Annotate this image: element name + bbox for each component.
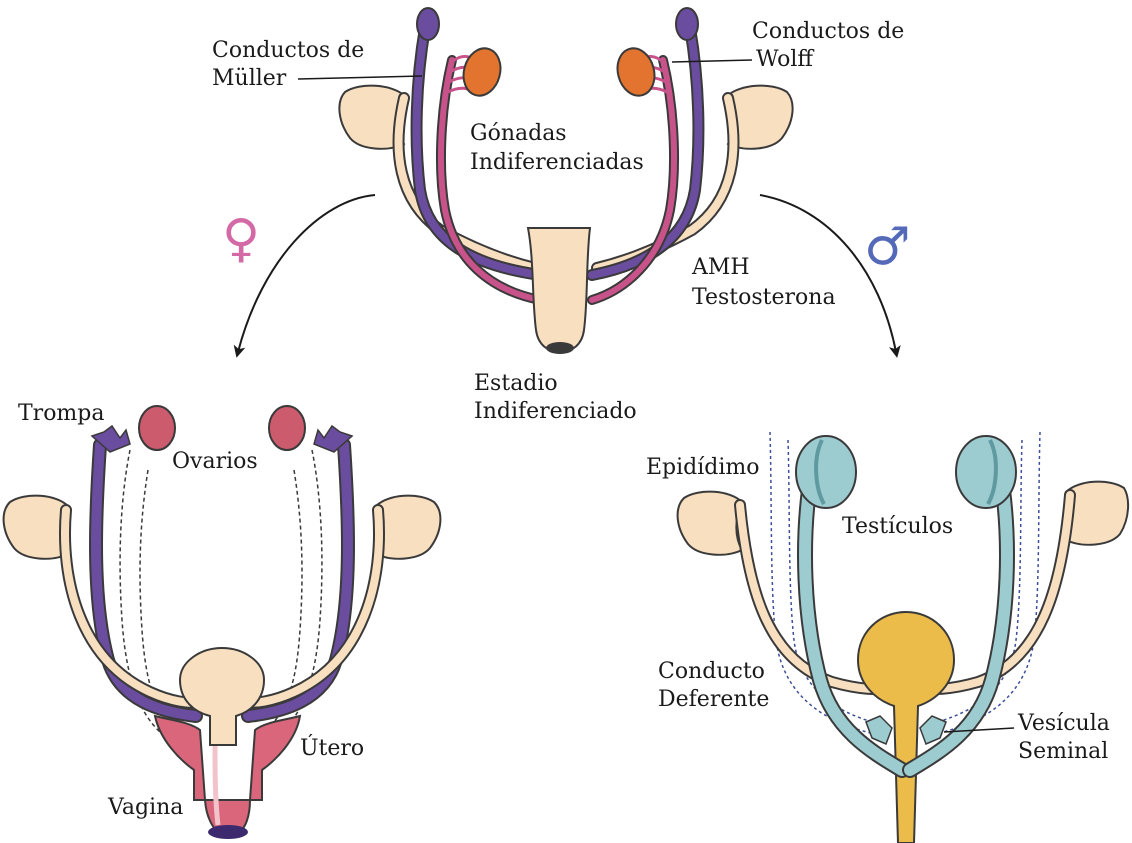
trompa-label: Trompa xyxy=(18,401,105,426)
vesicula-label-line2: Seminal xyxy=(1018,739,1108,764)
urogenital-sinus xyxy=(528,228,590,352)
male-right-kidney xyxy=(1066,482,1128,545)
mullerian-leader-line xyxy=(298,76,422,79)
stage-label-line1: Estadio xyxy=(474,371,558,396)
right-indifferent-gonad xyxy=(612,44,659,100)
left-ovary xyxy=(139,406,175,450)
hormones-label-line2: Testosterona xyxy=(692,285,836,310)
female-right-kidney xyxy=(376,496,440,559)
mullerian-label-line2: Müller xyxy=(212,66,287,91)
male-left-kidney xyxy=(678,492,742,555)
hormones-label-line1: AMH xyxy=(691,255,750,280)
wolffian-label-line2: Wolff xyxy=(756,47,814,72)
male-development xyxy=(678,432,1128,843)
right-testis xyxy=(956,436,1016,508)
epididimo-label: Epidídimo xyxy=(646,455,760,480)
vagina-label: Vagina xyxy=(107,795,183,820)
gonads-label-line2: Indiferenciadas xyxy=(470,150,644,175)
male-symbol: ♂ xyxy=(864,217,911,277)
left-indifferent-gonad xyxy=(458,44,505,100)
deferente-label-line1: Conducto xyxy=(658,659,765,684)
deferente-label-line2: Deferente xyxy=(658,687,769,712)
vesicula-label-line1: Vesícula xyxy=(1017,711,1110,736)
right-ovary xyxy=(269,406,305,450)
wolffian-leader-line xyxy=(672,60,752,62)
utero-label: Útero xyxy=(300,734,364,761)
mullerian-label-line1: Conductos de xyxy=(212,38,364,63)
stage-label-line2: Indiferenciado xyxy=(474,399,637,424)
testiculos-label: Testículos xyxy=(842,514,953,539)
gonads-label-line1: Gónadas xyxy=(470,121,567,146)
ovarios-label: Ovarios xyxy=(172,449,258,474)
female-symbol: ♀ xyxy=(222,209,260,269)
female-left-kidney xyxy=(4,496,68,559)
left-testis xyxy=(796,436,856,508)
wolffian-label-line1: Conductos de xyxy=(752,19,904,44)
